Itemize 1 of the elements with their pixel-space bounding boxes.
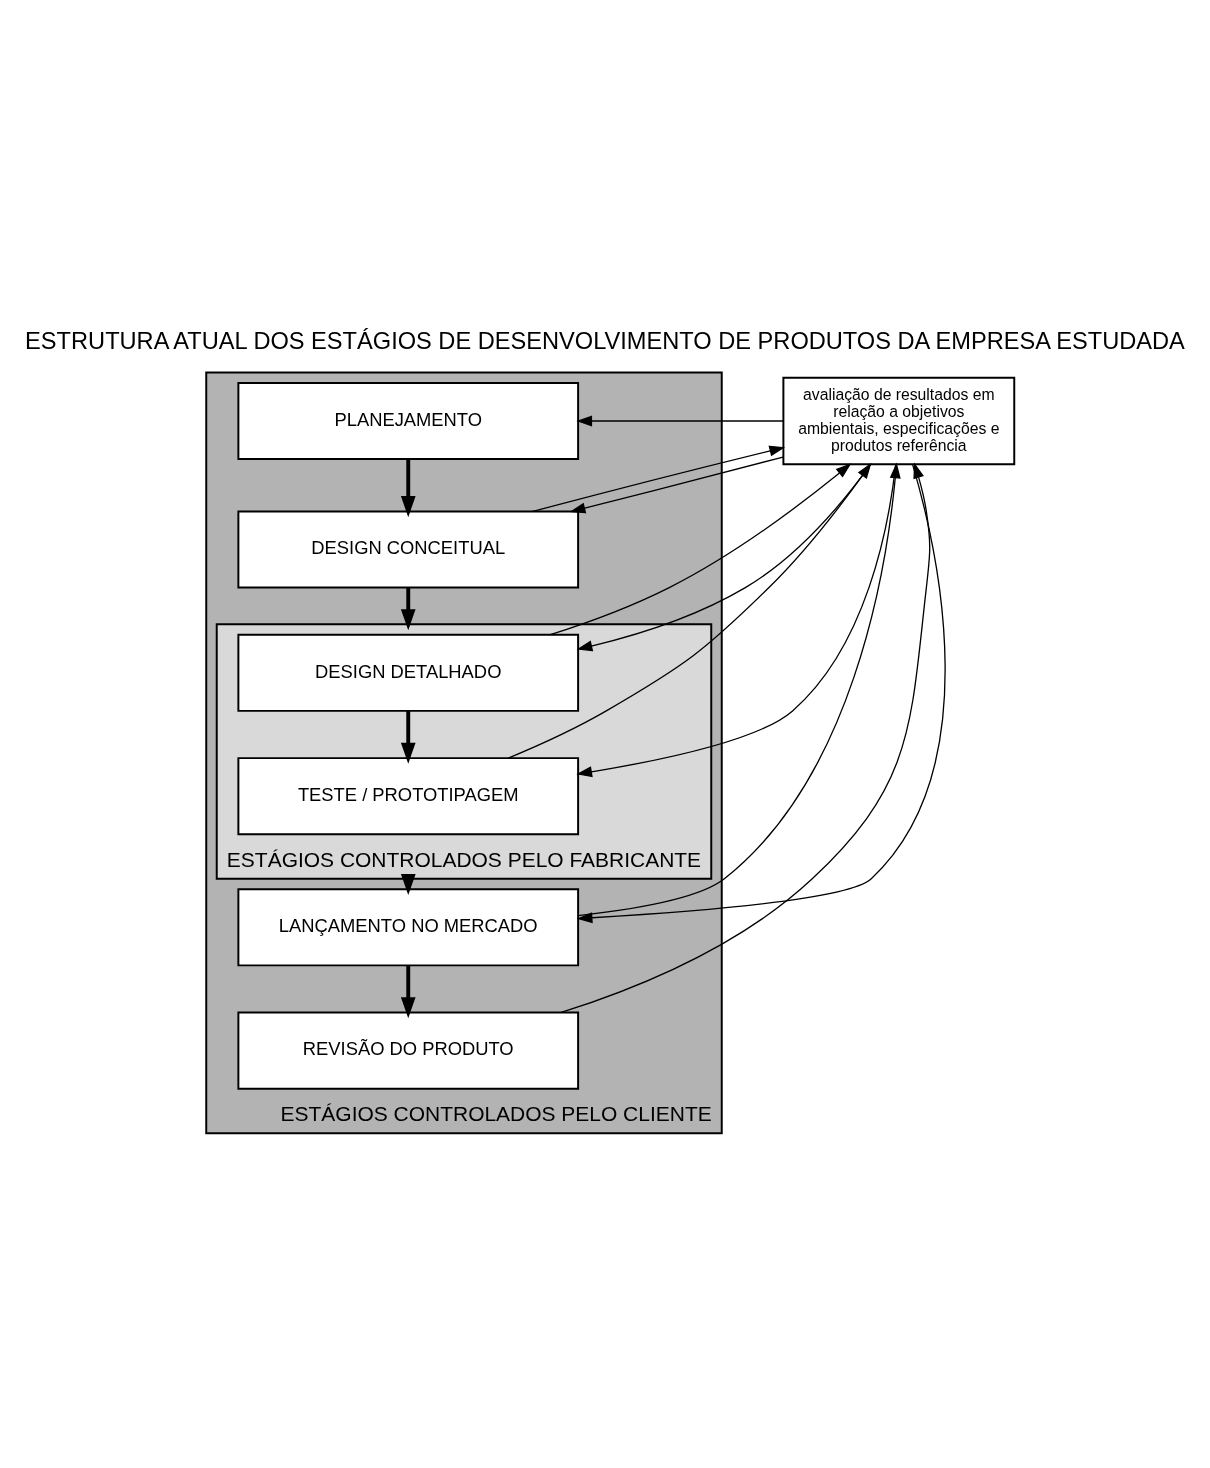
- diagram-title: ESTRUTURA ATUAL DOS ESTÁGIOS DE DESENVOLVIMENTO DE PRODUTOS DA EMPRESA ESTUDADA: [25, 327, 1185, 354]
